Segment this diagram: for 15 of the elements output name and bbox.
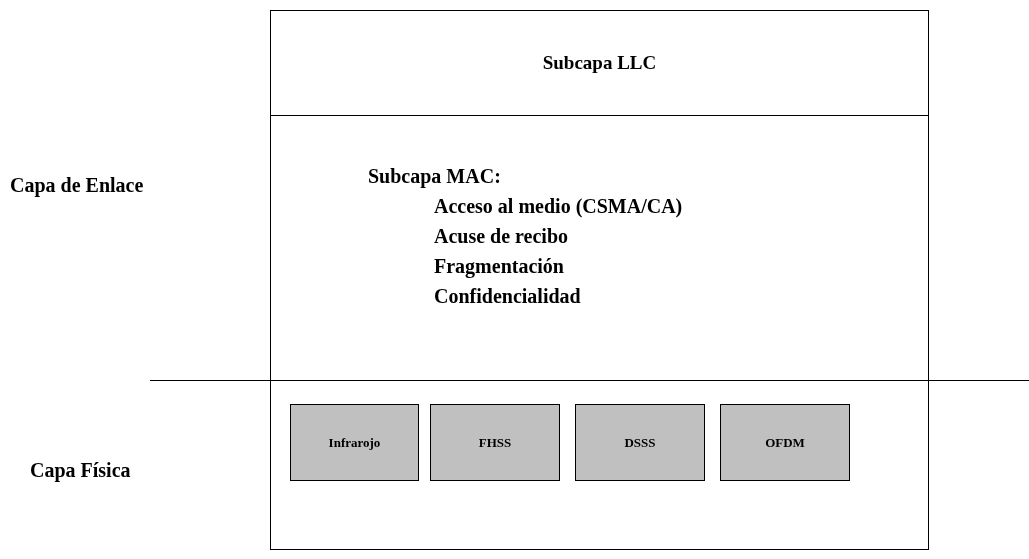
- layer-box: [270, 10, 929, 116]
- layer-box: [270, 380, 929, 550]
- layer-title: Subcapa LLC: [542, 50, 657, 75]
- technology-box: FHSS: [430, 404, 560, 481]
- layer-box: [270, 115, 929, 381]
- layer-label: Capa Física: [30, 458, 131, 484]
- technology-box: Infrarojo: [290, 404, 419, 481]
- function-item: Fragmentación: [434, 254, 565, 278]
- technology-box: DSSS: [575, 404, 705, 481]
- function-item: Acceso al medio (CSMA/CA): [434, 194, 683, 218]
- technology-box: OFDM: [720, 404, 850, 481]
- function-item: Acuse de recibo: [434, 224, 570, 248]
- function-item: Confidencialidad: [434, 284, 582, 308]
- layer-label: Capa de Enlace: [10, 173, 144, 199]
- layer-title: Subcapa MAC:: [368, 164, 502, 188]
